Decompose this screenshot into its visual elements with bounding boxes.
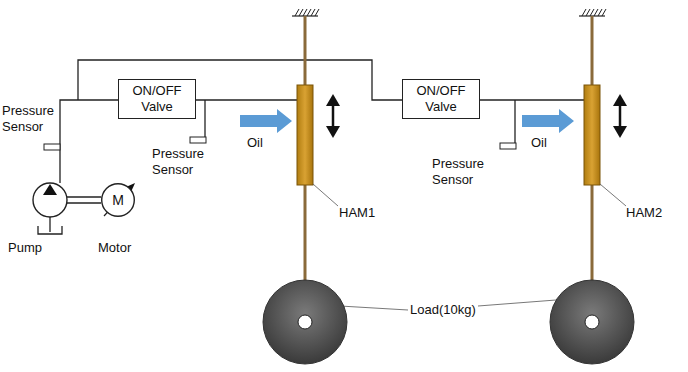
part-label: HAM2 [626, 205, 662, 221]
valve-label: ON/OFF Valve [411, 83, 471, 114]
motor-circle: M [101, 183, 135, 217]
part-label: HAM1 [339, 205, 375, 221]
valve-label: ON/OFF Valve [127, 83, 187, 114]
flow-label: Oil [247, 135, 263, 151]
part-label: Motor [98, 240, 131, 256]
motor-letter: M [112, 192, 124, 209]
sensor-label: Pressure Sensor [432, 156, 488, 187]
sensor-label: Pressure Sensor [2, 103, 58, 134]
flow-label: Oil [531, 135, 547, 151]
valve-box: ON/OFF Valve [118, 79, 196, 119]
valve-box: ON/OFF Valve [402, 79, 480, 119]
sensor-label: Pressure Sensor [152, 146, 208, 177]
part-label: Pump [8, 240, 42, 256]
part-label: Load(10kg) [410, 302, 476, 318]
